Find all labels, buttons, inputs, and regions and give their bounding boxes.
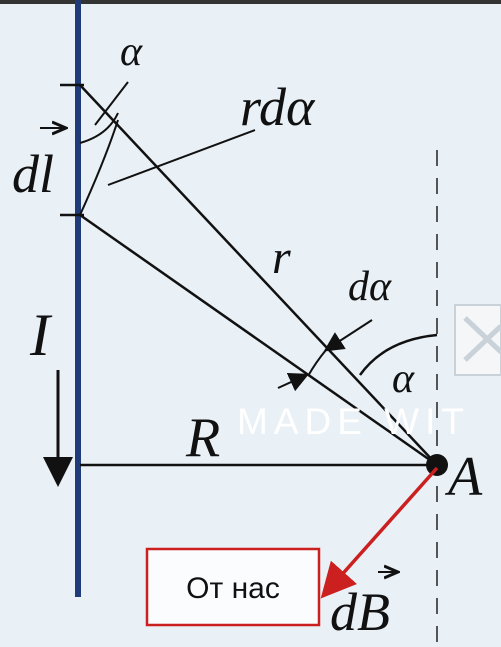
r-d-alpha-arc bbox=[79, 119, 119, 216]
dB-vector bbox=[320, 466, 439, 599]
point-A bbox=[426, 454, 448, 476]
direction-note-text: От нас bbox=[186, 572, 280, 605]
alpha-top-arc bbox=[79, 112, 119, 144]
label-R: R bbox=[185, 407, 220, 469]
label-dl: dl bbox=[12, 144, 54, 204]
r-line bbox=[79, 84, 438, 466]
d-alpha-arrow-top bbox=[323, 319, 373, 352]
d-alpha-arrow-bottom bbox=[277, 373, 310, 392]
label-alpha-right: α bbox=[392, 356, 415, 402]
watermark: MADE WIT bbox=[237, 401, 470, 442]
d-alpha-arc bbox=[307, 349, 327, 377]
label-r: r bbox=[272, 231, 291, 284]
label-alpha-top: α bbox=[120, 29, 143, 75]
close-icon[interactable] bbox=[454, 304, 501, 376]
label-point-A: A bbox=[444, 446, 483, 508]
r-d-alpha-leader bbox=[107, 129, 256, 186]
label-d-alpha: dα bbox=[348, 264, 392, 310]
direction-note: От нас bbox=[145, 547, 321, 627]
r-line-lower bbox=[79, 213, 438, 467]
label-r-d-alpha: rdα bbox=[240, 77, 316, 137]
label-dB: dB bbox=[330, 582, 390, 642]
alpha-right-arc bbox=[358, 333, 438, 376]
top-edge bbox=[0, 0, 501, 4]
label-current: I bbox=[29, 302, 53, 368]
alpha-top-pointer bbox=[94, 81, 129, 126]
